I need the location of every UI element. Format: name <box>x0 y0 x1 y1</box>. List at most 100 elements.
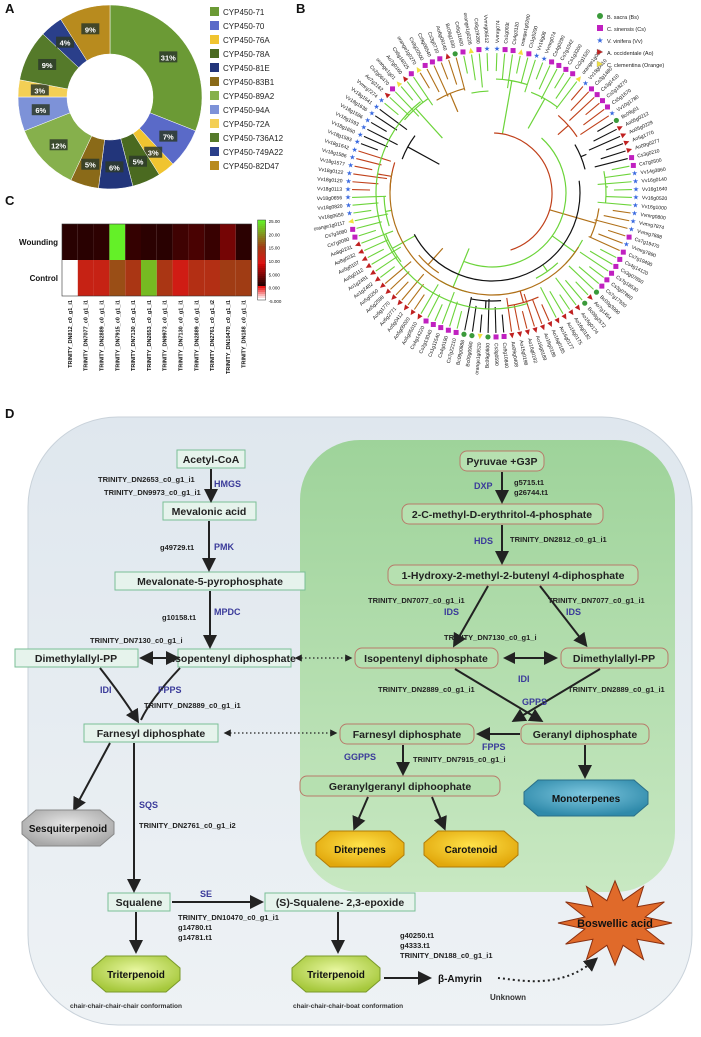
scale-bar-segment <box>257 286 266 289</box>
gene-gpps-left: TRINITY_DN2889_c0_g1_i1 <box>378 685 475 694</box>
scale-bar-segment <box>257 232 266 235</box>
donut-label-bg <box>81 23 100 35</box>
tree-branch <box>501 80 513 135</box>
enzyme-sqs: SQS <box>139 800 158 810</box>
tip-marker-cs <box>352 234 358 240</box>
node-triterpenoid-1 <box>91 955 181 993</box>
scale-bar-segment <box>257 270 266 273</box>
donut-slice-label: 5% <box>85 161 96 170</box>
gene-se-2: g14780.t1 <box>178 923 212 932</box>
tree-branch <box>353 173 388 180</box>
tree-branch <box>419 72 430 89</box>
tip-marker-cs <box>423 318 429 324</box>
enzyme-ggpps: GGPPS <box>344 752 376 762</box>
tip-marker-vv: ★ <box>632 202 638 210</box>
tree-tip-label: Vv18g0120 <box>317 177 343 185</box>
tree-tip-label: Ao09g0408 <box>509 341 519 367</box>
tree-tip-label: Vv18g0113 <box>317 186 342 193</box>
tree-branch <box>375 256 398 272</box>
scale-tick-label: 25.00 <box>269 219 281 224</box>
tree-branch <box>384 261 412 284</box>
tree-tip-label: orange1g0226 <box>462 12 473 45</box>
tip-marker-ao <box>539 324 545 331</box>
gene-dxp-1: g5715.t1 <box>514 478 544 487</box>
label-mep: 2-C-methyl-D-erythritol-4-phosphate <box>412 509 592 521</box>
panel-label-d: D <box>5 406 14 421</box>
tree-branch <box>389 96 410 116</box>
label-boswellic-acid: Boswellic acid <box>577 918 653 930</box>
tree-branch <box>353 209 372 214</box>
tip-marker-ao <box>361 255 368 261</box>
tree-branch <box>400 86 414 101</box>
heatmap-col-label: TRINITY_DN7077_c0_g1_i1 <box>84 300 90 371</box>
tip-marker-vv: ★ <box>348 161 354 169</box>
tree-branch <box>433 65 449 97</box>
scale-bar-segment <box>257 298 266 301</box>
label-unknown: Unknown <box>490 993 526 1002</box>
tree-branch <box>406 81 424 103</box>
tree-tip-label: Vv16g0520 <box>642 195 668 202</box>
tree-branch <box>580 153 587 158</box>
tree-tip-label: orange1g0520 <box>474 342 483 375</box>
tip-marker-cs <box>629 155 635 161</box>
legend-label: CYP450-72A <box>223 120 270 129</box>
scale-tick-label: 0.000 <box>269 286 281 291</box>
gene-ids-left: TRINITY_DN7077_c0_g1_i1 <box>368 596 465 605</box>
tree-branch <box>434 304 443 322</box>
tip-marker-vv: ★ <box>345 185 351 193</box>
scale-bar-segment <box>257 294 266 297</box>
legend-marker: ★ <box>596 36 603 45</box>
tip-marker-cs <box>630 162 636 168</box>
tip-marker-ao <box>620 133 627 139</box>
tree-tip-label: Vv18g1577 <box>319 157 345 168</box>
box-squalene-epoxide <box>264 892 416 912</box>
legend-marker <box>597 25 603 31</box>
label-triterpenoid-2: Triterpenoid <box>307 970 365 981</box>
tip-marker-vv: ★ <box>345 177 351 185</box>
panel-label-c: C <box>5 193 15 208</box>
legend-marker <box>597 13 603 19</box>
label-mevalonic-acid: Mevalonic acid <box>172 506 247 518</box>
scale-bar-segment <box>257 276 266 279</box>
tip-marker-ao <box>410 309 416 316</box>
tree-branch <box>570 86 584 101</box>
tree-branch <box>436 88 465 101</box>
heatmap-cell <box>93 224 110 260</box>
box-mep <box>401 503 604 525</box>
donut-slice-label: 7% <box>163 133 174 142</box>
scale-tick-label: 10.00 <box>269 259 281 264</box>
tree-branch <box>555 81 578 109</box>
scale-bar-segment <box>257 278 266 281</box>
tree-branch <box>352 202 379 206</box>
tree-branch <box>352 195 387 198</box>
heatmap-cell <box>172 260 189 296</box>
tree-branch <box>519 290 525 303</box>
panel-label-b: B <box>296 1 305 16</box>
heatmap-cell <box>220 224 236 260</box>
tree-tip-label: Vvmrg0800 <box>640 212 666 222</box>
tip-marker-ao <box>568 309 574 316</box>
scale-bar-segment <box>257 254 266 257</box>
tree-branch <box>360 143 379 151</box>
scale-bar-segment <box>257 246 266 249</box>
donut-slice-label: 31% <box>161 53 176 62</box>
heatmap-col-label: TRINITY_DN2761_c0_g1_i2 <box>210 300 216 371</box>
tree-branch <box>356 221 382 229</box>
legend-swatch <box>210 21 219 30</box>
gene-amyrin-2: g4333.t1 <box>400 941 430 950</box>
donut-label-bg <box>30 84 49 96</box>
donut-slice-label: 6% <box>109 163 120 172</box>
legend-swatch <box>210 77 219 86</box>
scale-bar-segment <box>257 264 266 267</box>
tip-marker-ao <box>575 76 581 83</box>
box-ggpp <box>299 775 501 797</box>
tip-marker-bs <box>582 300 588 306</box>
tree-branch <box>501 314 505 333</box>
donut-slice-label: 4% <box>60 39 71 48</box>
heatmap-cell <box>188 260 205 296</box>
tip-marker-bs <box>461 331 467 337</box>
tip-marker-vv: ★ <box>373 103 379 111</box>
scale-bar-segment <box>257 284 266 287</box>
tree-branch <box>352 181 379 185</box>
tree-branch <box>598 233 623 244</box>
